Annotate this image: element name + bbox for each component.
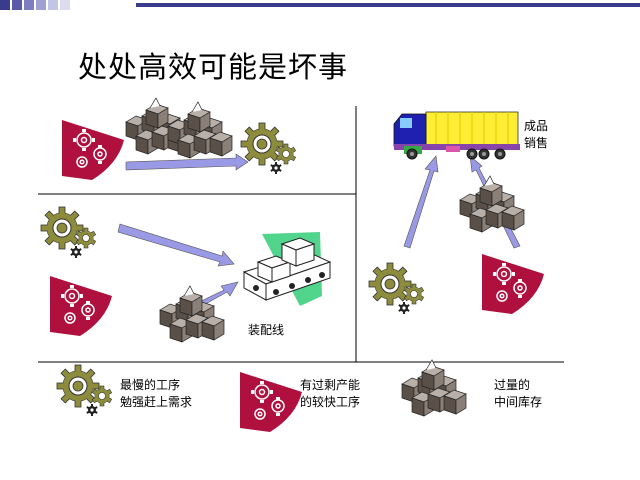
truck-icon bbox=[393, 111, 520, 160]
red-gear-fan-icon bbox=[481, 253, 545, 315]
finished-goods-label: 成品 销售 bbox=[524, 119, 549, 150]
legend-item-excess-inventory: 过量的 中间库存 bbox=[494, 378, 543, 409]
legend-inventory-boxes-icon bbox=[402, 360, 466, 416]
page-title: 处处高效可能是坏事 bbox=[78, 50, 349, 84]
red-gear-fan-icon bbox=[61, 119, 125, 181]
gear-cluster-icon bbox=[369, 263, 424, 314]
legend-item-slowest-process: 最慢的工序 勉强赶上需求 bbox=[120, 378, 193, 409]
red-gear-fan-icon bbox=[49, 275, 113, 337]
gear-cluster-icon bbox=[41, 207, 96, 258]
inventory-boxes-icon bbox=[460, 176, 524, 232]
divider-lines bbox=[38, 106, 564, 363]
assembly-line-label: 装配线 bbox=[248, 323, 285, 337]
legend-red-gear-fan-icon bbox=[239, 371, 303, 433]
gear-cluster-icon bbox=[241, 123, 296, 174]
legend-gear-cluster-icon bbox=[57, 365, 112, 416]
assembly-line-icon bbox=[242, 232, 332, 306]
legend-item-excess-capacity: 有过剩产能 的较快工序 bbox=[300, 378, 361, 409]
